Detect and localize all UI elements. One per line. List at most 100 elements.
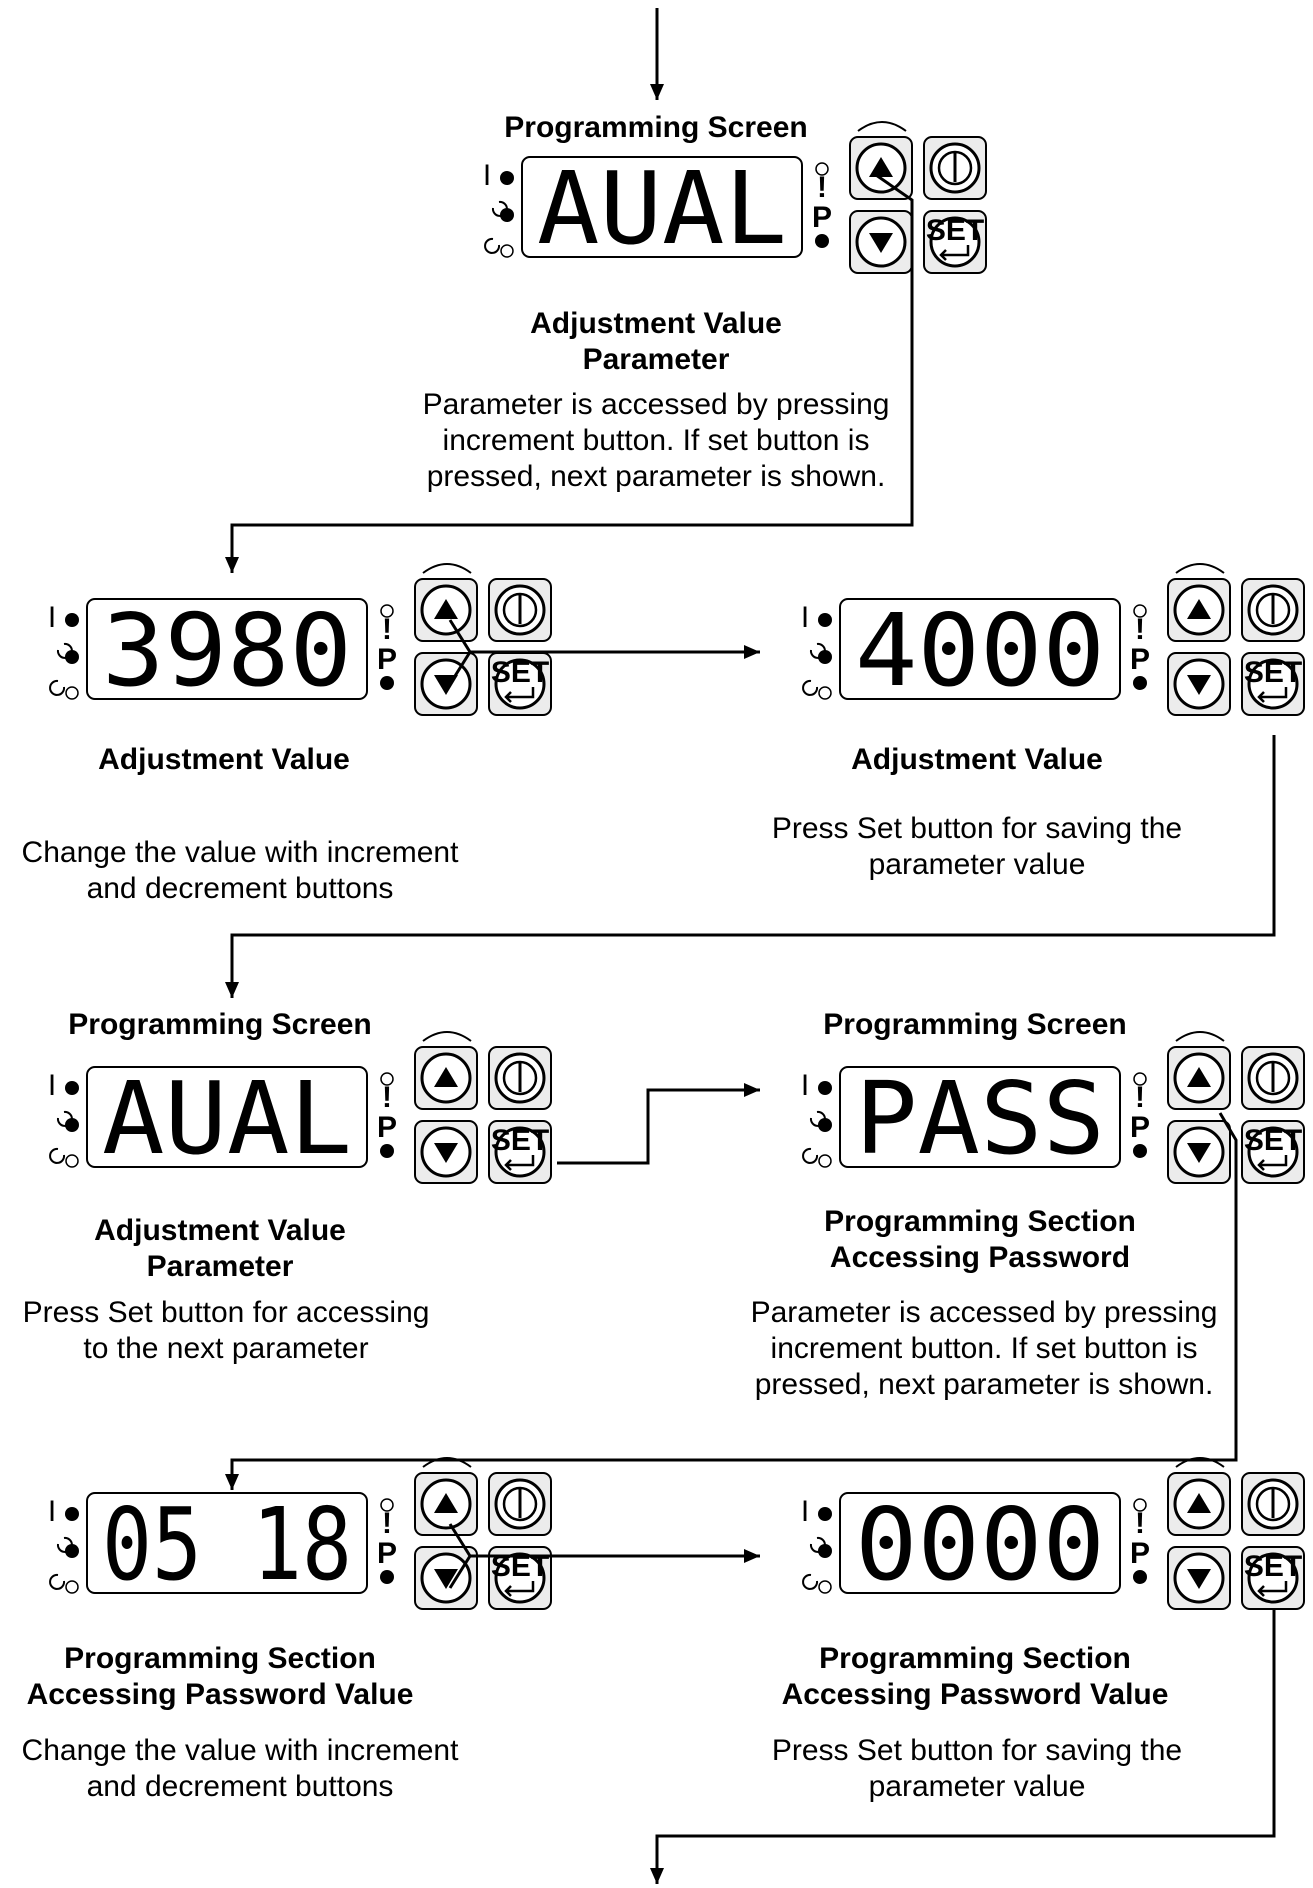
hold-arrow-icon bbox=[1175, 1457, 1225, 1468]
status-led-1 bbox=[818, 650, 832, 664]
program-indicator: P bbox=[377, 1111, 397, 1144]
set-button-label: SET bbox=[926, 214, 984, 247]
alarm-indicator: ! bbox=[1135, 1507, 1145, 1540]
alarm-led bbox=[380, 604, 394, 618]
status-led-1 bbox=[500, 208, 514, 222]
rotate-cw-icon bbox=[802, 1147, 819, 1164]
output-led bbox=[818, 613, 832, 627]
program-led bbox=[380, 676, 394, 690]
seven-segment-display bbox=[839, 598, 1121, 700]
hold-arrow-icon bbox=[857, 121, 907, 132]
rotate-cw-icon bbox=[484, 237, 501, 254]
triangle-down-icon bbox=[1187, 1143, 1211, 1163]
display-readout: AUAL bbox=[537, 150, 787, 267]
triangle-up-icon bbox=[434, 599, 458, 619]
display-readout: AUAL bbox=[102, 1060, 352, 1177]
alarm-indicator: ! bbox=[382, 1507, 392, 1540]
output-indicator-label: I bbox=[48, 1495, 56, 1528]
display-readout: 05 18 bbox=[102, 1486, 352, 1603]
status-led-1 bbox=[818, 1544, 832, 1558]
triangle-down-icon bbox=[1187, 1569, 1211, 1589]
program-indicator: P bbox=[377, 1537, 397, 1570]
triangle-up-icon bbox=[1187, 1493, 1211, 1513]
flow-arrow-4-5-head bbox=[225, 1474, 239, 1490]
flow-arrow-4-5 bbox=[230, 1112, 1238, 1490]
status-led-1 bbox=[65, 650, 79, 664]
rotate-cw-icon bbox=[49, 1573, 66, 1590]
alarm-led bbox=[1133, 604, 1147, 618]
enter-arrow-icon bbox=[939, 245, 970, 261]
output-led bbox=[65, 613, 79, 627]
program-led bbox=[1133, 1570, 1147, 1584]
seven-segment-display bbox=[86, 598, 368, 700]
step-label: Adjustment Value bbox=[98, 743, 350, 776]
program-led bbox=[1133, 676, 1147, 690]
seven-segment-display bbox=[86, 1066, 368, 1168]
flow-arrow-3-4-head bbox=[744, 1083, 760, 1097]
enter-arrow-icon bbox=[504, 1581, 535, 1597]
seven-segment-display bbox=[839, 1492, 1121, 1594]
seven-segment-display bbox=[521, 156, 803, 258]
output-led bbox=[818, 1507, 832, 1521]
flow-arrow-entry-head bbox=[650, 84, 664, 100]
enter-arrow-icon bbox=[504, 687, 535, 703]
set-button-label: SET bbox=[1244, 1550, 1302, 1583]
program-led bbox=[815, 234, 829, 248]
output-indicator-label: I bbox=[801, 1069, 809, 1102]
button-connector bbox=[448, 1523, 472, 1589]
program-led bbox=[1133, 1144, 1147, 1158]
triangle-up-icon bbox=[1187, 1067, 1211, 1087]
alarm-led bbox=[815, 162, 829, 176]
rotate-cw-icon bbox=[802, 1573, 819, 1590]
alarm-led bbox=[1133, 1072, 1147, 1086]
output-indicator-label: I bbox=[801, 1495, 809, 1528]
program-indicator: P bbox=[1130, 643, 1150, 676]
status-led-2 bbox=[500, 244, 514, 258]
triangle-up-icon bbox=[869, 157, 893, 177]
hold-arrow-icon bbox=[422, 1457, 472, 1468]
triangle-down-icon bbox=[869, 233, 893, 253]
output-indicator-label: I bbox=[483, 159, 491, 192]
seven-segment-display bbox=[839, 1066, 1121, 1168]
hold-arrow-icon bbox=[1175, 1031, 1225, 1042]
alarm-indicator: ! bbox=[1135, 613, 1145, 646]
display-readout: PASS bbox=[855, 1060, 1105, 1177]
step-heading: Programming Screen bbox=[823, 1008, 1126, 1041]
program-led bbox=[380, 1570, 394, 1584]
program-led bbox=[380, 1144, 394, 1158]
set-button-label: SET bbox=[1244, 1124, 1302, 1157]
status-led-2 bbox=[818, 686, 832, 700]
status-led-1 bbox=[818, 1118, 832, 1132]
display-readout: 0000 bbox=[855, 1486, 1105, 1603]
flow-arrow-0-1-head bbox=[225, 557, 239, 573]
enter-arrow-icon bbox=[1257, 1581, 1288, 1597]
triangle-down-icon bbox=[434, 1569, 458, 1589]
alarm-indicator: ! bbox=[382, 613, 392, 646]
status-led-1 bbox=[65, 1544, 79, 1558]
set-button-label: SET bbox=[491, 656, 549, 689]
hold-arrow-icon bbox=[1175, 563, 1225, 574]
status-led-2 bbox=[65, 1580, 79, 1594]
hold-arrow-icon bbox=[422, 1031, 472, 1042]
button-connector bbox=[448, 619, 472, 685]
alarm-led bbox=[1133, 1498, 1147, 1512]
status-led-2 bbox=[818, 1154, 832, 1168]
display-readout: 4000 bbox=[855, 592, 1105, 709]
status-led-1 bbox=[65, 1118, 79, 1132]
